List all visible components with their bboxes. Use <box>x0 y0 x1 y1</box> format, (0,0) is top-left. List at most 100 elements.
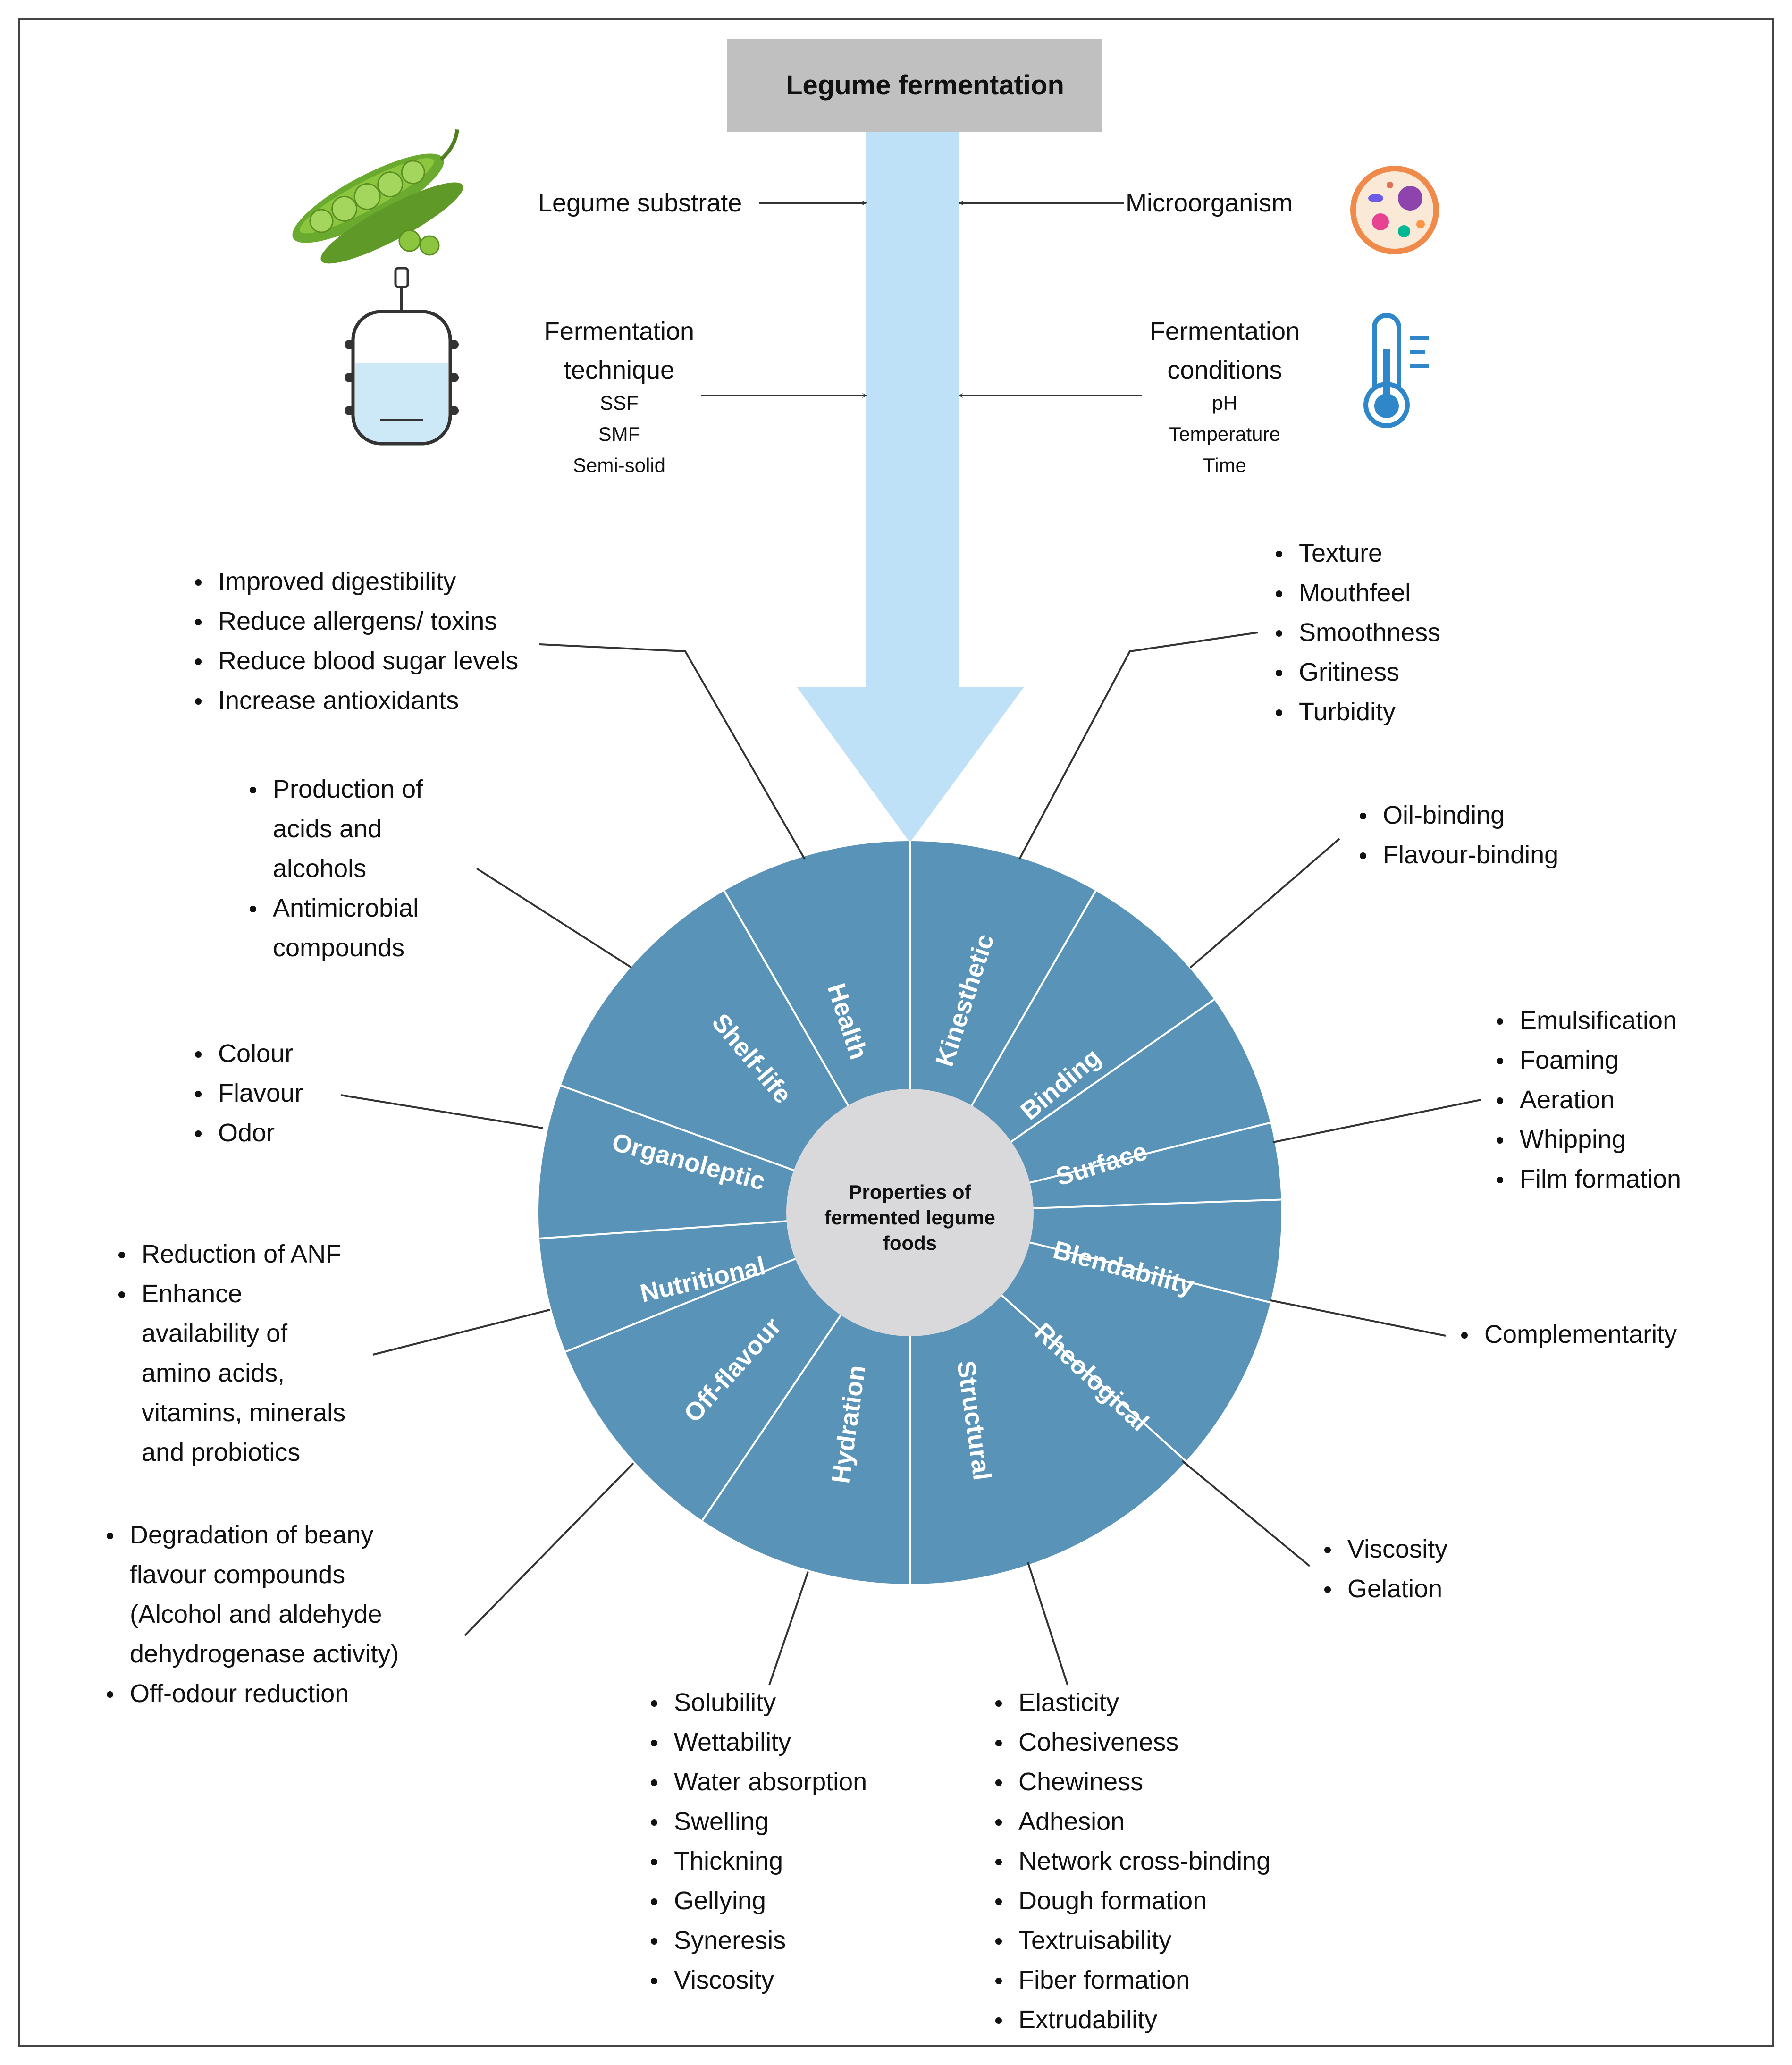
bullet-dot <box>118 1252 125 1258</box>
center-label-line-2: fermented legume <box>824 1206 995 1229</box>
bullet-dot <box>995 1859 1002 1865</box>
bullet-text: compounds <box>273 934 404 962</box>
bullet-text: Dough formation <box>1018 1887 1207 1915</box>
bullet-text: Flavour-binding <box>1383 841 1558 869</box>
technique-item: SSF <box>600 392 639 414</box>
wheel-divider <box>560 1084 797 1172</box>
wheel-divider <box>999 1293 1187 1462</box>
bullet-text: Texture <box>1299 539 1382 567</box>
bullet-text: Viscosity <box>674 1966 774 1994</box>
bullet-dot <box>250 906 256 912</box>
bullet-dot <box>1276 590 1282 597</box>
bullet-dot <box>1276 709 1282 716</box>
bullet-text: Textruisability <box>1018 1926 1171 1955</box>
bullet-text: Flavour <box>218 1079 303 1107</box>
bullet-dot <box>995 1938 1002 1945</box>
microorganism-icon <box>1350 166 1439 254</box>
wheel-divider <box>1027 1241 1271 1304</box>
leader-lines <box>340 632 1481 1686</box>
bullet-text: Antimicrobial <box>273 894 419 922</box>
conditions-item: Temperature <box>1169 423 1280 445</box>
bullet-text: Production of <box>273 775 423 803</box>
bullet-text: Foaming <box>1520 1046 1619 1074</box>
loose-peas <box>398 229 440 256</box>
technique-item: Semi-solid <box>573 454 665 476</box>
bullet-text: dehydrogenase activity) <box>130 1640 399 1668</box>
peas-pod-icon <box>292 129 463 264</box>
bullet-dot <box>995 1740 1002 1746</box>
bullet-text: Elasticity <box>1018 1688 1119 1717</box>
leader-line <box>1270 1299 1446 1337</box>
bullet-dot <box>1276 551 1282 557</box>
bullet-dot <box>1324 1547 1331 1553</box>
bullet-dot <box>1276 670 1282 676</box>
leader-line <box>1018 632 1258 860</box>
bullet-text: Solubility <box>674 1688 776 1717</box>
bullet-text: Gritiness <box>1299 658 1399 686</box>
bullet-text: Off-odour reduction <box>130 1679 349 1708</box>
leader-line <box>1272 1099 1481 1143</box>
bullet-text: Cohesiveness <box>1018 1728 1178 1756</box>
center-label-line-1: Properties of <box>849 1181 971 1203</box>
bullet-dot <box>1497 1058 1503 1064</box>
figure-border <box>18 18 1774 2047</box>
leader-line <box>1181 1460 1311 1567</box>
leader-line <box>464 1462 634 1636</box>
bullet-text: flavour compounds <box>130 1560 345 1589</box>
leader-line <box>768 1571 809 1686</box>
leader-line <box>476 868 632 969</box>
bullet-dot <box>107 1691 113 1698</box>
bullet-text: vitamins, minerals <box>142 1399 345 1427</box>
bullet-text: Smoothness <box>1299 618 1440 647</box>
bullet-text: Oil-binding <box>1383 801 1505 829</box>
bullet-text: Viscosity <box>1347 1535 1447 1563</box>
bullet-dot <box>651 1938 657 1945</box>
wheel-dividers <box>539 841 1281 1584</box>
bullet-text: Water absorption <box>674 1768 867 1796</box>
bullet-text: Degradation of beany <box>130 1521 373 1549</box>
bullet-text: availability of <box>142 1319 288 1348</box>
bullet-dot <box>1360 852 1366 859</box>
bullet-text: Network cross-binding <box>1018 1847 1270 1875</box>
bullet-text: Aeration <box>1520 1086 1615 1114</box>
technique-item: SMF <box>598 423 640 445</box>
bullet-dot <box>195 1051 202 1058</box>
bullet-dot <box>250 787 256 793</box>
wheel-divider <box>539 1220 789 1239</box>
bullet-dot <box>195 619 202 625</box>
bullet-text: Thickning <box>674 1847 783 1875</box>
input-microorganism: Microorganism <box>1126 189 1293 217</box>
bullet-dot <box>995 2017 1002 2024</box>
bullet-dot <box>651 1700 657 1707</box>
leader-line <box>372 1309 550 1356</box>
bullet-text: Turbidity <box>1299 698 1396 726</box>
bullet-text: acids and <box>273 815 382 843</box>
wheel-center <box>786 1089 1034 1336</box>
bullet-dot <box>995 1779 1002 1786</box>
technique-line-1: Fermentation <box>544 317 694 346</box>
bullet-dot <box>195 579 202 586</box>
bullet-text: Increase antioxidants <box>218 686 459 715</box>
bullet-dot <box>118 1291 125 1298</box>
bullet-text: Emulsification <box>1520 1006 1677 1035</box>
bullet-dot <box>1497 1097 1503 1104</box>
bullet-text: Enhance <box>142 1280 242 1308</box>
bullet-dot <box>651 1898 657 1905</box>
thermometer-icon <box>1363 313 1429 428</box>
bullet-dot <box>651 1978 657 1984</box>
bullet-text: Whipping <box>1520 1125 1626 1154</box>
conditions-line-2: conditions <box>1167 356 1282 384</box>
bullet-text: amino acids, <box>142 1359 285 1387</box>
leader-line <box>340 1094 543 1129</box>
bullet-text: Complementarity <box>1484 1320 1677 1349</box>
bullet-text: (Alcohol and aldehyde <box>130 1600 382 1628</box>
leader-line <box>1189 838 1340 969</box>
conditions-item: pH <box>1212 392 1237 414</box>
diagram-title: Legume fermentation <box>786 70 1064 101</box>
wheel-divider <box>565 1257 798 1353</box>
bullet-dot <box>995 1898 1002 1905</box>
bullet-dot <box>195 1130 202 1137</box>
wheel-divider <box>1027 1121 1271 1184</box>
bullet-text: Syneresis <box>674 1926 786 1955</box>
